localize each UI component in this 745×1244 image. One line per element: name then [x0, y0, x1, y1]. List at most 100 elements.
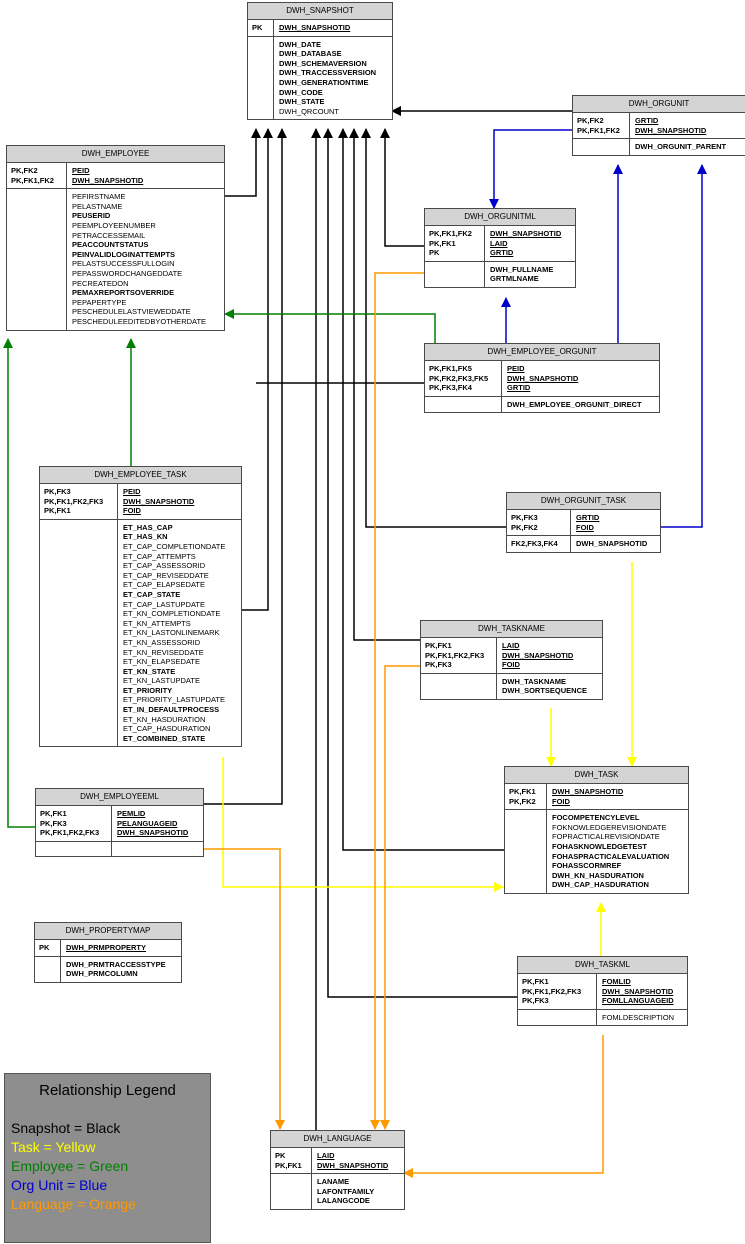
pk-column: DWH_SNAPSHOTID	[123, 496, 195, 506]
key-label: FK2,FK3,FK4	[511, 539, 558, 549]
key-label: PK,FK1,FK2,FK3	[40, 828, 100, 838]
rel-orgunitml-language	[370, 272, 424, 1130]
pk-column: DWH_SNAPSHOTID	[490, 229, 562, 238]
column-name: PEMAXREPORTSOVERRIDE	[72, 288, 175, 298]
rel-orgunitml-orgunit	[489, 129, 572, 209]
column-name: ET_CAP_ELAPSEDATE	[123, 580, 205, 590]
table-title: DWH_TASK	[505, 767, 688, 784]
pk-column: DWH_PRMPROPERTY	[66, 943, 147, 952]
fk-column: DWH_SNAPSHOTID	[576, 539, 648, 549]
column-name: FOHASSCORMREF	[552, 861, 622, 871]
key-label: PK,FK1,FK2,FK3	[522, 986, 582, 996]
key-label: PK,FK1	[425, 641, 452, 650]
column-name: GRTMLNAME	[490, 274, 539, 284]
pk-column: PEID	[507, 364, 525, 373]
rel-task-snapshot	[338, 128, 504, 851]
column-name: DWH_QRCOUNT	[279, 106, 339, 116]
rel-taskname-snapshot	[349, 128, 420, 641]
column-name: DWH_PRMTRACCESSTYPE	[66, 959, 166, 969]
table-title: DWH_EMPLOYEE_ORGUNIT	[425, 344, 659, 361]
column-name: ET_CAP_HASDURATION	[123, 724, 211, 734]
pk-section: PK DWH_SNAPSHOTID	[248, 20, 392, 37]
column-name: DWH_SORTSEQUENCE	[502, 686, 588, 696]
pk-column: DWH_SNAPSHOTID	[602, 986, 674, 996]
pk-column: FOID	[576, 522, 594, 532]
column-name: PESCHEDULELASTVIEWEDDATE	[72, 307, 191, 317]
rel-emptask-snapshot	[240, 128, 273, 611]
column-name: ET_PRIORITY	[123, 685, 173, 695]
key-label: PK	[275, 1151, 286, 1160]
key-label: PK,FK3	[44, 487, 71, 496]
table-title: DWH_EMPLOYEE_TASK	[40, 467, 241, 484]
pk-column: PEID	[123, 487, 141, 496]
pk-column: PELANGUAGEID	[117, 818, 178, 828]
key-label: PK,FK1,FK2	[11, 175, 54, 185]
column-name: ET_HAS_KN	[123, 532, 168, 542]
column-name: ET_KN_ATTEMPTS	[123, 618, 191, 628]
pk-column: GRTID	[507, 383, 531, 393]
column-name: ET_CAP_ATTEMPTS	[123, 551, 196, 561]
key-label: PK,FK1,FK2,FK3	[44, 496, 104, 506]
key-label: PK,FK3	[40, 818, 67, 828]
column-name: PEINVALIDLOGINATTEMPTS	[72, 249, 176, 259]
key-label: PK,FK1	[44, 506, 71, 516]
column-name: ET_HAS_CAP	[123, 522, 173, 532]
pk-column: FOID	[552, 796, 570, 806]
rel-orgunittask-orgunit	[661, 164, 707, 528]
column-name: DWH_PRMCOLUMN	[66, 969, 138, 979]
column-name: ET_CAP_STATE	[123, 589, 181, 599]
column-name: FOPRACTICALREVISIONDATE	[552, 832, 660, 842]
pk-column: PEMLID	[117, 809, 146, 818]
column-name: ET_KN_COMPLETIONDATE	[123, 609, 221, 619]
column-name: FOHASPRACTICALEVALUATION	[552, 851, 670, 861]
pk-column: LAID	[502, 641, 520, 650]
key-label: PK,FK1	[522, 977, 549, 986]
column-name: DWH_ORGUNIT_PARENT	[635, 142, 727, 152]
pk-column: DWH_SNAPSHOTID	[502, 650, 574, 660]
pk-column: DWH_SNAPSHOTID	[279, 23, 351, 32]
key-label: PK,FK2	[509, 796, 536, 806]
column-name: ET_IN_DEFAULTPROCESS	[123, 705, 220, 715]
column-name: ET_KN_ELAPSEDATE	[123, 657, 200, 667]
columns-section	[36, 841, 203, 856]
column-name: ET_KN_ASSESSORID	[123, 637, 201, 647]
column-name: ET_CAP_COMPLETIONDATE	[123, 541, 226, 551]
columns-section: DWH_EMPLOYEE_ORGUNIT_DIRECT	[425, 396, 659, 413]
key-label: PK,FK3,FK4	[429, 383, 472, 393]
rel-employee-snapshot	[224, 128, 261, 197]
column-name: LALANGCODE	[317, 1196, 370, 1206]
rel-taskml-snapshot	[323, 128, 517, 998]
column-name: DWH_STATE	[279, 97, 325, 107]
key-label: PK,FK3	[425, 660, 452, 670]
key-label: PK	[252, 23, 263, 32]
key-label: PK,FK1,FK5	[429, 364, 472, 373]
rel-emporgunit-employee	[224, 309, 436, 343]
column-name: FOCOMPETENCYLEVEL	[552, 813, 640, 823]
key-label: PK,FK1	[40, 809, 67, 818]
column-name: DWH_SCHEMAVERSION	[279, 58, 367, 68]
table-title: DWH_ORGUNITML	[425, 209, 575, 226]
column-name: ET_KN_STATE	[123, 666, 176, 676]
pk-column: GRTID	[490, 248, 514, 258]
table-title: DWH_TASKNAME	[421, 621, 602, 638]
pk-column: DWH_SNAPSHOTID	[317, 1160, 389, 1170]
pk-column: PEID	[72, 166, 90, 175]
pk-column: DWH_SNAPSHOTID	[72, 175, 144, 185]
column-name: DWH_EMPLOYEE_ORGUNIT_DIRECT	[507, 399, 642, 409]
pk-column: DWH_SNAPSHOTID	[635, 125, 707, 135]
